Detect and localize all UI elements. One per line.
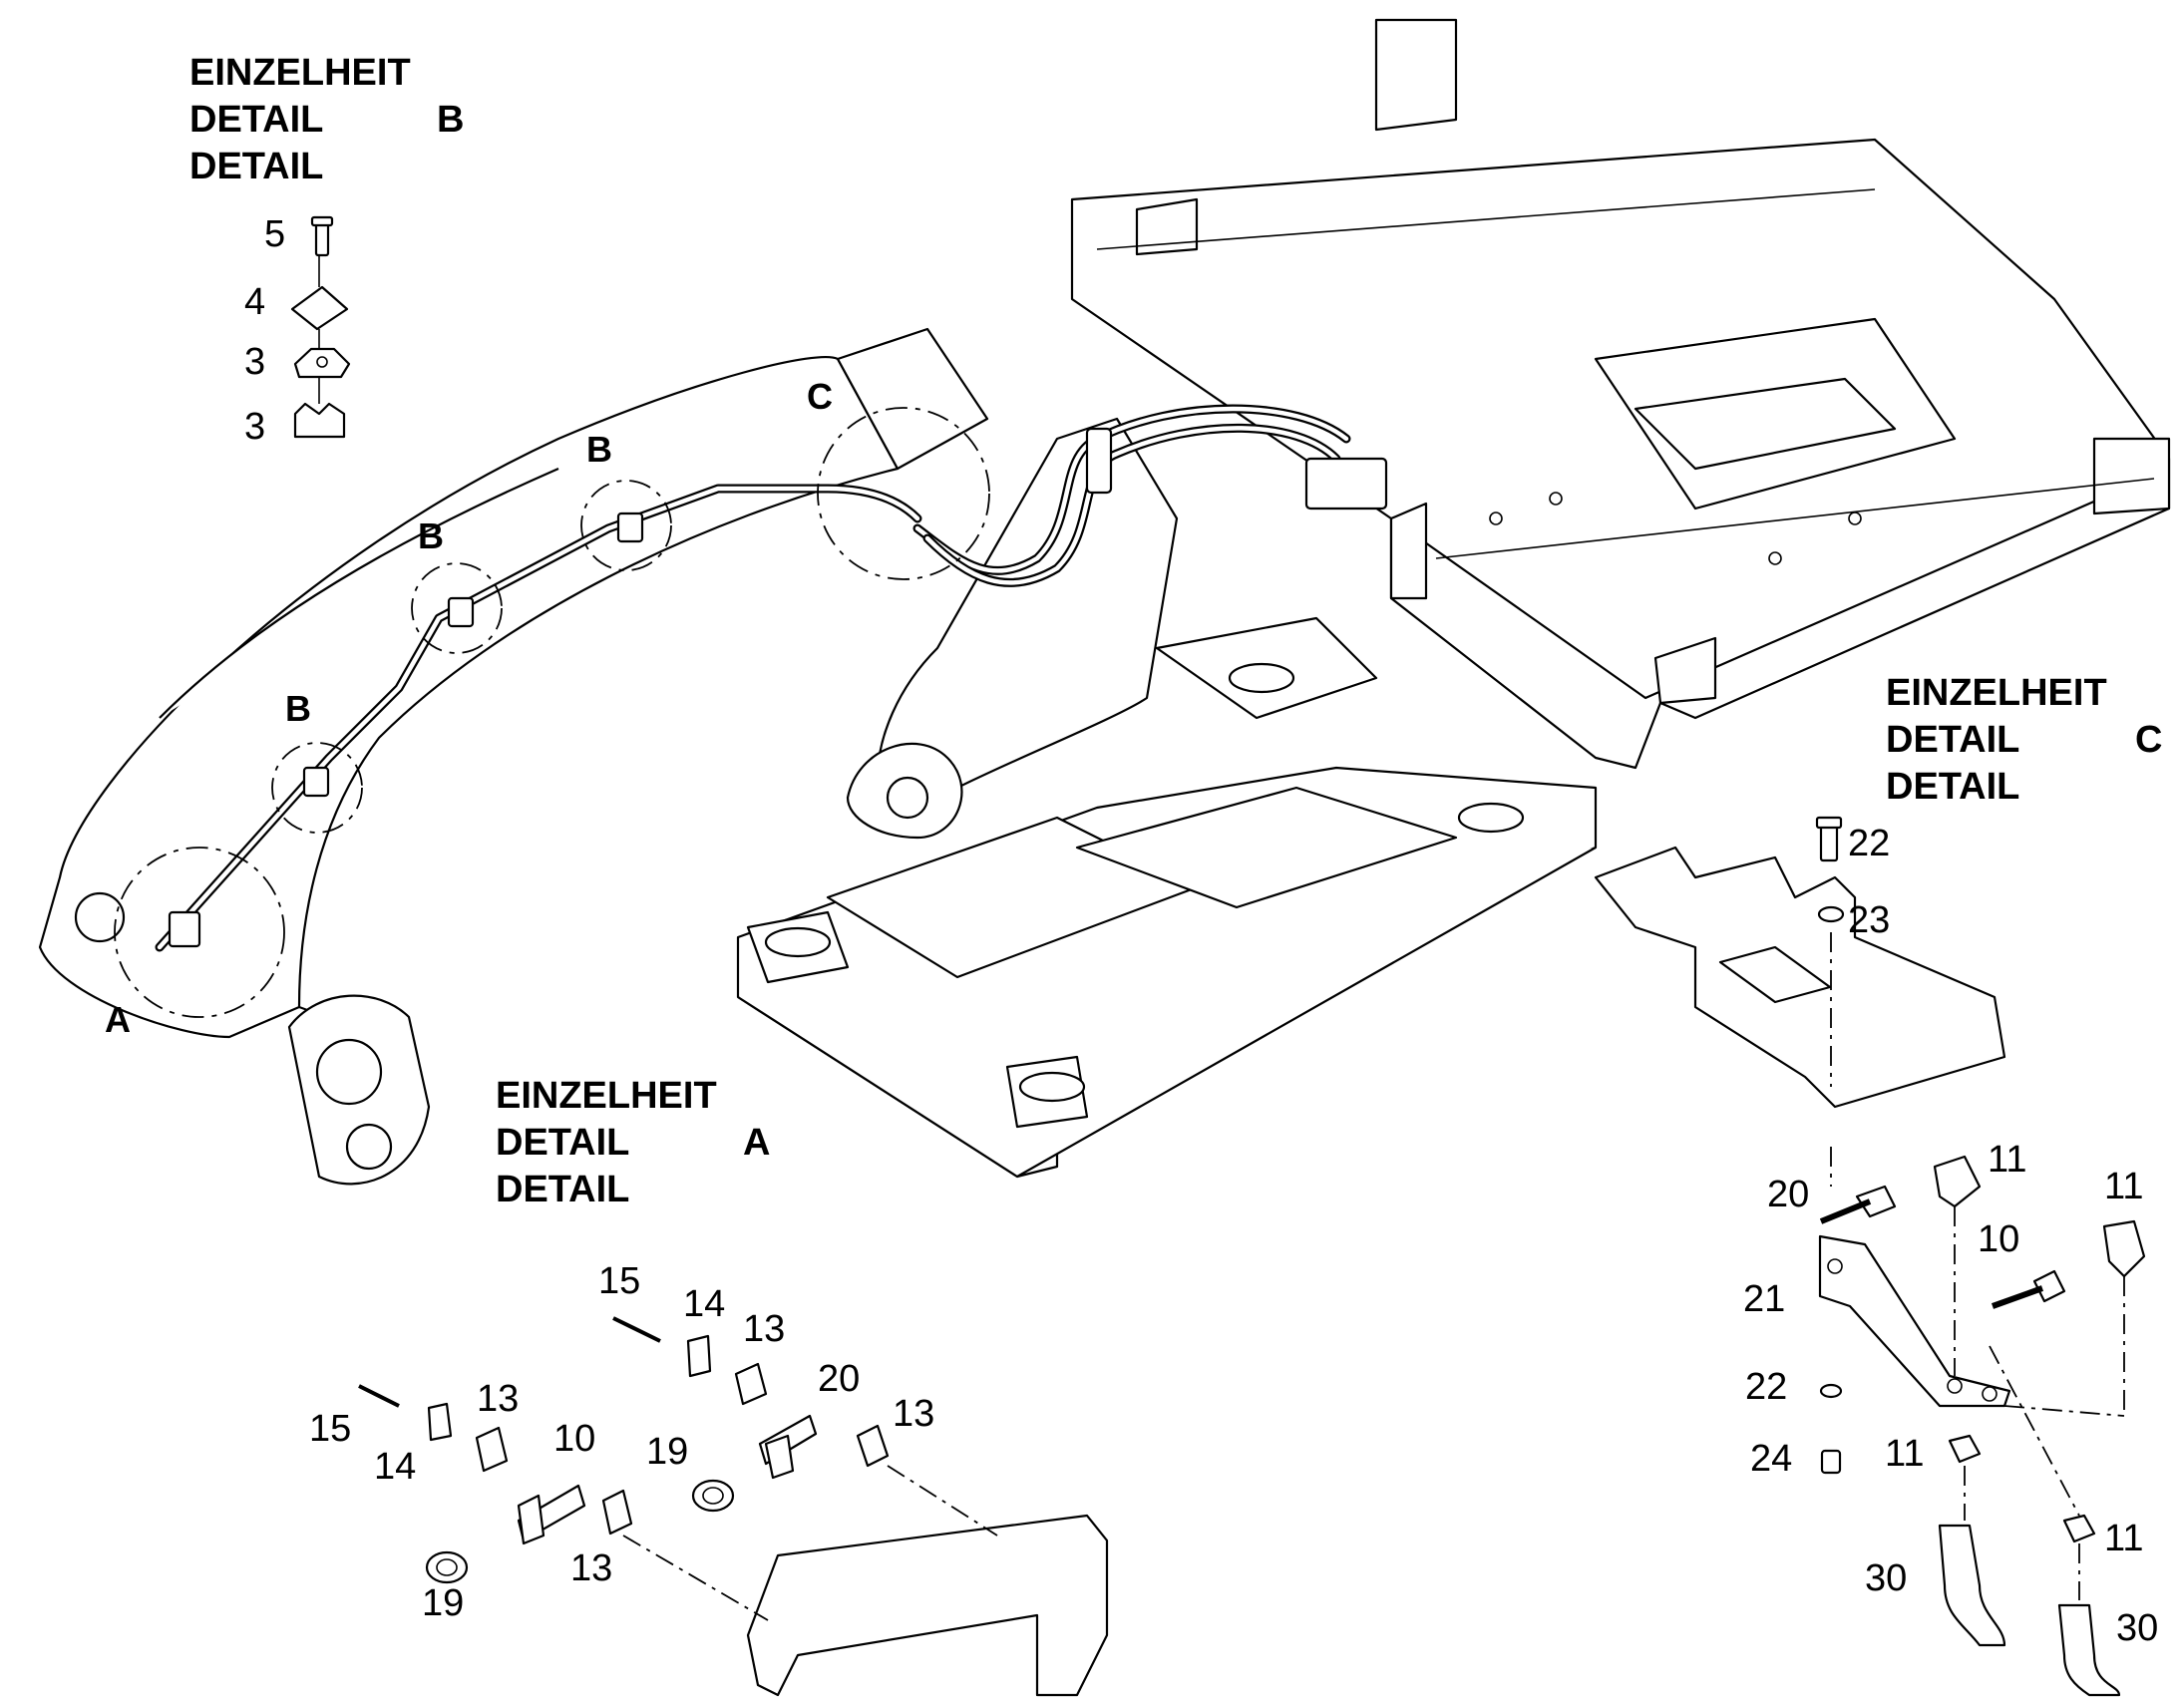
detail-c-parts: [1594, 816, 2146, 1697]
part-number-a14a: 14: [683, 1283, 725, 1325]
part-number-c30a: 30: [1865, 1557, 1907, 1599]
base-frame: [736, 616, 1598, 1179]
detail-a-line2: DETAIL: [496, 1122, 630, 1164]
detail-a-line3: DETAIL: [496, 1169, 630, 1210]
part-number-b4: 4: [244, 281, 265, 323]
part-number-c11d: 11: [2104, 1518, 2143, 1559]
part-number-a19a: 19: [646, 1431, 688, 1473]
part-number-c11a: 11: [1988, 1139, 2026, 1181]
part-number-a19b: 19: [422, 1582, 464, 1624]
part-number-b3a: 3: [244, 341, 265, 383]
detail-circle-b2: [411, 562, 503, 654]
hydraulic-lines: [155, 404, 1388, 952]
part-number-a13c: 13: [477, 1378, 519, 1420]
detail-circle-b1: [580, 480, 672, 571]
detail-c-line2: DETAIL: [1886, 719, 2020, 761]
cover-plate-4-icon: [290, 285, 349, 331]
part-number-c30b: 30: [2116, 1607, 2158, 1649]
detail-a-parts: [358, 1316, 1109, 1697]
callout-b2: B: [418, 515, 444, 556]
detail-circle-a: [114, 847, 285, 1018]
clamp-half-3b-icon: [293, 402, 346, 439]
part-number-c24: 24: [1750, 1438, 1792, 1480]
callout-a: A: [105, 999, 131, 1040]
part-number-c11c: 11: [1885, 1433, 1924, 1475]
boom: [38, 327, 989, 1186]
part-number-a13b: 13: [893, 1393, 934, 1435]
callout-b1: B: [586, 429, 612, 470]
clamp-half-3a-icon: [293, 347, 351, 379]
part-number-c10: 10: [1978, 1218, 2019, 1260]
part-number-a14b: 14: [374, 1446, 416, 1488]
part-number-c23: 23: [1848, 899, 1890, 941]
part-number-c22a: 22: [1848, 823, 1890, 864]
detail-c-heading: EINZELHEIT DETAIL C DETAIL: [1886, 670, 2162, 811]
callout-b3: B: [285, 688, 311, 729]
part-number-a20: 20: [818, 1358, 860, 1400]
part-number-a15b: 15: [309, 1408, 351, 1450]
part-number-b3b: 3: [244, 406, 265, 448]
detail-a-line1: EINZELHEIT: [496, 1075, 717, 1117]
detail-b-line2: DETAIL: [189, 99, 324, 141]
detail-a-key: A: [743, 1122, 771, 1164]
part-number-b5: 5: [264, 213, 285, 255]
detail-a-heading: EINZELHEIT DETAIL A DETAIL: [496, 1073, 770, 1213]
detail-circle-b3: [271, 742, 363, 834]
boom-mount: [846, 417, 1179, 840]
detail-c-line3: DETAIL: [1886, 766, 2020, 808]
part-number-a13a: 13: [743, 1308, 785, 1350]
part-number-a15a: 15: [598, 1260, 640, 1302]
detail-b-key: B: [437, 99, 465, 141]
detail-c-key: C: [2135, 719, 2163, 761]
detail-circles: [114, 407, 990, 1018]
part-number-c11b: 11: [2104, 1166, 2143, 1207]
part-number-c21: 21: [1743, 1278, 1785, 1320]
callout-c: C: [807, 376, 833, 417]
part-number-a13d: 13: [570, 1547, 612, 1589]
detail-circle-c: [817, 407, 990, 580]
detail-b-parts: [290, 215, 351, 439]
part-number-c20: 20: [1767, 1174, 1809, 1215]
part-number-a10: 10: [553, 1418, 595, 1460]
detail-b-line1: EINZELHEIT: [189, 52, 411, 94]
detail-b-heading: EINZELHEIT DETAIL B DETAIL: [189, 50, 464, 190]
upper-frame: [1070, 18, 2171, 770]
part-number-c22b: 22: [1745, 1366, 1787, 1408]
detail-c-line1: EINZELHEIT: [1886, 672, 2107, 714]
detail-b-line3: DETAIL: [189, 146, 324, 187]
